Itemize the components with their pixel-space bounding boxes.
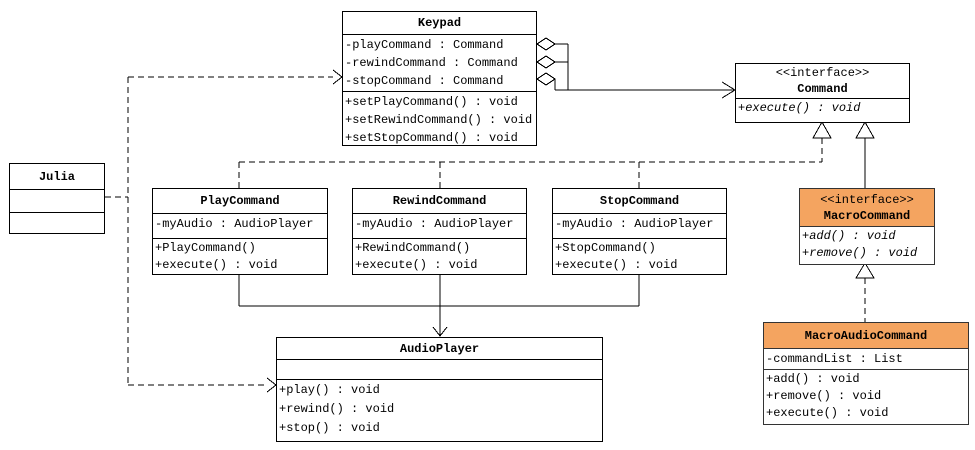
interface-command: <<interface>> Command +execute() : void: [735, 63, 910, 123]
attribute: -playCommand : Command: [345, 38, 504, 52]
methods-section: +execute() : void: [736, 98, 909, 122]
class-audioplayer: AudioPlayer +play() : void +rewind() : v…: [276, 337, 603, 442]
attributes-section: [277, 359, 602, 379]
methods-section: +add() : void +remove() : void +execute(…: [764, 369, 968, 424]
class-title: StopCommand: [553, 189, 726, 213]
methods-section: +add() : void +remove() : void: [800, 226, 934, 264]
methods-section: [10, 212, 104, 233]
class-name: MacroAudioCommand: [804, 328, 928, 343]
class-name: AudioPlayer: [399, 341, 480, 356]
method: +setPlayCommand() : void: [345, 95, 518, 109]
method: +rewind() : void: [279, 402, 395, 416]
method: +execute() : void: [766, 406, 889, 420]
attributes-section: -playCommand : Command -rewindCommand : …: [343, 34, 536, 91]
method: +PlayCommand(): [155, 241, 256, 255]
method: +execute() : void: [555, 258, 678, 272]
class-title: RewindCommand: [353, 189, 526, 213]
class-name: Command: [797, 82, 848, 96]
class-rewindcommand: RewindCommand -myAudio : AudioPlayer +Re…: [352, 188, 527, 275]
stereotype: <<interface>>: [820, 192, 914, 207]
method: +play() : void: [279, 383, 380, 397]
method: +execute() : void: [155, 258, 278, 272]
method: +remove() : void: [802, 246, 918, 260]
method: +execute() : void: [738, 101, 861, 115]
class-name: MacroCommand: [823, 208, 911, 223]
class-keypad: Keypad -playCommand : Command -rewindCom…: [342, 11, 537, 146]
attribute: -commandList : List: [766, 352, 903, 366]
class-playcommand: PlayCommand -myAudio : AudioPlayer +Play…: [152, 188, 328, 275]
hollow-triangle-icon: [855, 262, 875, 279]
aggregation-diamond-icon: [536, 37, 556, 51]
method: +StopCommand(): [555, 241, 656, 255]
method: +RewindCommand(): [355, 241, 471, 255]
method: +add() : void: [766, 372, 860, 386]
class-title: Keypad: [343, 12, 536, 34]
attributes-section: -myAudio : AudioPlayer: [553, 213, 726, 238]
class-title: <<interface>> MacroCommand: [800, 189, 934, 226]
attributes-section: [10, 189, 104, 212]
attribute: -myAudio : AudioPlayer: [355, 217, 514, 231]
class-title: <<interface>> Command: [736, 64, 909, 98]
attributes-section: -commandList : List: [764, 348, 968, 369]
class-title: AudioPlayer: [277, 338, 602, 359]
attribute: -myAudio : AudioPlayer: [555, 217, 714, 231]
method: +add() : void: [802, 229, 896, 243]
class-julia: Julia: [9, 163, 105, 234]
class-name: Julia: [38, 169, 75, 184]
methods-section: +RewindCommand() +execute() : void: [353, 238, 526, 274]
method: +stop() : void: [279, 421, 380, 435]
class-title: MacroAudioCommand: [764, 323, 968, 348]
attribute: -rewindCommand : Command: [345, 56, 518, 70]
stereotype: <<interface>>: [775, 66, 870, 80]
aggregation-diamond-icon: [536, 72, 556, 86]
class-title: PlayCommand: [153, 189, 327, 213]
class-name: StopCommand: [599, 194, 680, 208]
open-arrow-icon: [432, 326, 448, 337]
methods-section: +play() : void +rewind() : void +stop() …: [277, 379, 602, 441]
attribute: -stopCommand : Command: [345, 74, 504, 88]
method: +setRewindCommand() : void: [345, 113, 533, 127]
method: +execute() : void: [355, 258, 478, 272]
class-title: Julia: [10, 164, 104, 189]
class-macroaudiocommand: MacroAudioCommand -commandList : List +a…: [763, 322, 969, 425]
methods-section: +setPlayCommand() : void +setRewindComma…: [343, 91, 536, 145]
hollow-triangle-icon: [812, 120, 832, 139]
method: +setStopCommand() : void: [345, 131, 518, 145]
methods-section: +PlayCommand() +execute() : void: [153, 238, 327, 274]
methods-section: +StopCommand() +execute() : void: [553, 238, 726, 274]
interface-macrocommand: <<interface>> MacroCommand +add() : void…: [799, 188, 935, 265]
open-arrow-icon: [266, 377, 277, 393]
hollow-triangle-icon: [855, 120, 875, 139]
attribute: -myAudio : AudioPlayer: [155, 217, 314, 231]
aggregation-diamond-icon: [536, 55, 556, 69]
attributes-section: -myAudio : AudioPlayer: [353, 213, 526, 238]
class-stopcommand: StopCommand -myAudio : AudioPlayer +Stop…: [552, 188, 727, 275]
class-name: Keypad: [417, 16, 462, 30]
class-name: PlayCommand: [200, 194, 280, 208]
class-name: RewindCommand: [392, 194, 487, 208]
method: +remove() : void: [766, 389, 882, 403]
attributes-section: -myAudio : AudioPlayer: [153, 213, 327, 238]
open-arrow-icon: [332, 69, 343, 85]
